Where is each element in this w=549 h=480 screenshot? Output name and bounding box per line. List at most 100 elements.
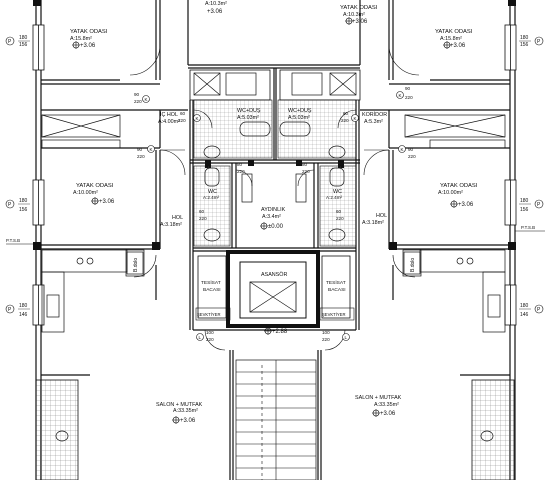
- columns: [33, 0, 516, 250]
- room-name-asansor: ASANSÖR: [261, 271, 287, 278]
- room-area-yatak-mr: A:10.00m²: [438, 190, 463, 196]
- window-h-ll: 146: [19, 312, 28, 318]
- room-name-wc-r: WC: [333, 189, 342, 195]
- door-h-d1: 220: [134, 99, 142, 104]
- window-frames: [32, 24, 517, 326]
- room-area-salon-r: A:33.35m²: [374, 402, 399, 408]
- room-area-koridor: A:5.3m²: [364, 119, 383, 125]
- room-sub-tesisat-r: BACASI: [328, 287, 346, 293]
- room-level-yatak-tc: +3.06: [207, 9, 223, 15]
- window-w-tr: 180: [520, 35, 529, 41]
- room-name-salon-l: SALON + MUTFAK: [156, 402, 203, 408]
- door-w-d9: 80: [237, 162, 243, 167]
- door-marker-d2: K: [399, 93, 402, 98]
- window-w-lr: 180: [520, 303, 529, 309]
- window-w-ml: 180: [19, 198, 28, 204]
- fridge-label-right: B.dolo: [410, 258, 416, 272]
- room-name-sevktiyer-l: ŞEVKTİYER: [197, 312, 221, 317]
- room-area-hol-r: A:3.18m²: [362, 220, 384, 226]
- room-area-ic-hol: A:4.00m²: [158, 119, 180, 125]
- door-w-d12: 60: [336, 209, 342, 214]
- room-name-yatak-tr-top: YATAK ODASI: [340, 5, 378, 11]
- door-w-d7: 100: [206, 330, 214, 335]
- door-w-d4: 90: [408, 147, 414, 152]
- door-h-d5: 220: [178, 118, 186, 123]
- room-name-sevktiyer-r: ŞEVKTİYER: [322, 312, 346, 317]
- side-notes: P.T.S.B P.T.S.B: [6, 225, 545, 245]
- room-area-hol-l: A:3.18m²: [160, 222, 182, 228]
- room-area-aydinlik: A:3.4m²: [262, 214, 281, 220]
- door-marker-d3: K: [150, 147, 153, 152]
- door-h-d8: 220: [322, 337, 330, 342]
- door-h-d11: 220: [199, 216, 207, 221]
- window-marker-lr: P: [537, 307, 541, 313]
- room-level-yatak-tl: +3.06: [80, 43, 96, 49]
- room-level-aydinlik: ±0.00: [268, 224, 284, 230]
- room-name-salon-r: SALON + MUTFAK: [355, 395, 402, 401]
- window-marker-tr: P: [537, 39, 541, 45]
- door-w-d11: 60: [199, 209, 205, 214]
- room-area-salon-l: A:33.35m²: [173, 408, 198, 414]
- room-level-yatak-tr: +3.06: [450, 43, 466, 49]
- door-w-d1: 90: [134, 92, 140, 97]
- door-marker-d6: K: [354, 116, 357, 121]
- window-h-tl: 156: [19, 42, 28, 48]
- room-name-wc-dus-l: WC+DUŞ: [237, 108, 261, 114]
- room-area-wc-l: A:2.4m²: [203, 195, 220, 200]
- room-level-yatak-ml: +3.06: [99, 199, 115, 205]
- window-marker-mr: P: [537, 202, 541, 208]
- door-h-d4: 220: [408, 154, 416, 159]
- fridge-label-left: B.dolo: [133, 258, 139, 272]
- room-level-salon-r: +3.06: [380, 411, 396, 417]
- room-name-hol-r: HOL: [376, 213, 387, 219]
- window-w-mr: 180: [520, 198, 529, 204]
- room-name-wc-l: WC: [208, 189, 217, 195]
- room-name-koridor: KORİDOR: [362, 111, 387, 118]
- sanitary-fixtures: [55, 121, 494, 442]
- window-h-ml: 156: [19, 207, 28, 213]
- window-w-tl: 180: [19, 35, 28, 41]
- elevator-core: [195, 250, 355, 328]
- room-area-wc-dus-l: A:5.03m²: [237, 115, 259, 121]
- side-note-left: P.T.S.B: [6, 238, 20, 243]
- door-h-d9: 220: [237, 169, 245, 174]
- room-name-yatak-mr: YATAK ODASI: [440, 183, 478, 189]
- room-area-yatak-ml: A:10.00m²: [73, 190, 98, 196]
- window-h-lr: 146: [520, 312, 529, 318]
- fridge: B.dolo B.dolo: [126, 251, 421, 275]
- door-w-d3: 90: [137, 147, 143, 152]
- door-w-d10: 80: [302, 162, 308, 167]
- wardrobes: [41, 72, 506, 149]
- window-tags: P 180 156 P 180 156 P 180 156 P 180 156 …: [5, 35, 544, 318]
- room-name-yatak-tr: YATAK ODASI: [435, 29, 473, 35]
- level-markers: [72, 17, 458, 424]
- door-h-d6: 220: [341, 118, 349, 123]
- room-level-yatak-tr-top: +3.06: [352, 19, 368, 25]
- tiled-floors: [35, 99, 515, 480]
- door-marker-d1: K: [145, 97, 148, 102]
- room-area-yatak-tl: A:15.8m²: [70, 36, 92, 42]
- door-marker-d4: K: [401, 147, 404, 152]
- room-area-wc-r: A:2.4m²: [326, 195, 343, 200]
- door-w-d8: 100: [322, 330, 330, 335]
- room-area-wc-dus-r: A:5.03m²: [288, 115, 310, 121]
- landing-level: +2.88: [272, 329, 288, 335]
- room-area-yatak-tr-top: A:10.3m²: [343, 12, 365, 18]
- room-level-yatak-mr: +3.06: [458, 202, 474, 208]
- door-w-d2: 90: [405, 86, 411, 91]
- room-name-ic-hol: İÇ HOL: [160, 111, 178, 118]
- door-w-d6: 60: [343, 111, 349, 116]
- room-name-yatak-tl: YATAK ODASI: [70, 29, 108, 35]
- room-area-yatak-tr: A:15.8m²: [440, 36, 462, 42]
- door-marker-d5: K: [196, 116, 199, 121]
- room-name-hol-l: HOL: [172, 215, 183, 221]
- side-note-right: P.T.S.B: [521, 225, 535, 230]
- window-h-mr: 156: [520, 207, 529, 213]
- door-swings: [129, 44, 420, 351]
- room-area-yatak-tc: A:10.3m²: [205, 1, 227, 7]
- door-h-d2: 220: [405, 95, 413, 100]
- room-name-tesisat-l: TESİSAT: [201, 279, 221, 286]
- door-h-d12: 220: [336, 216, 344, 221]
- door-marker-d8: L: [345, 335, 348, 340]
